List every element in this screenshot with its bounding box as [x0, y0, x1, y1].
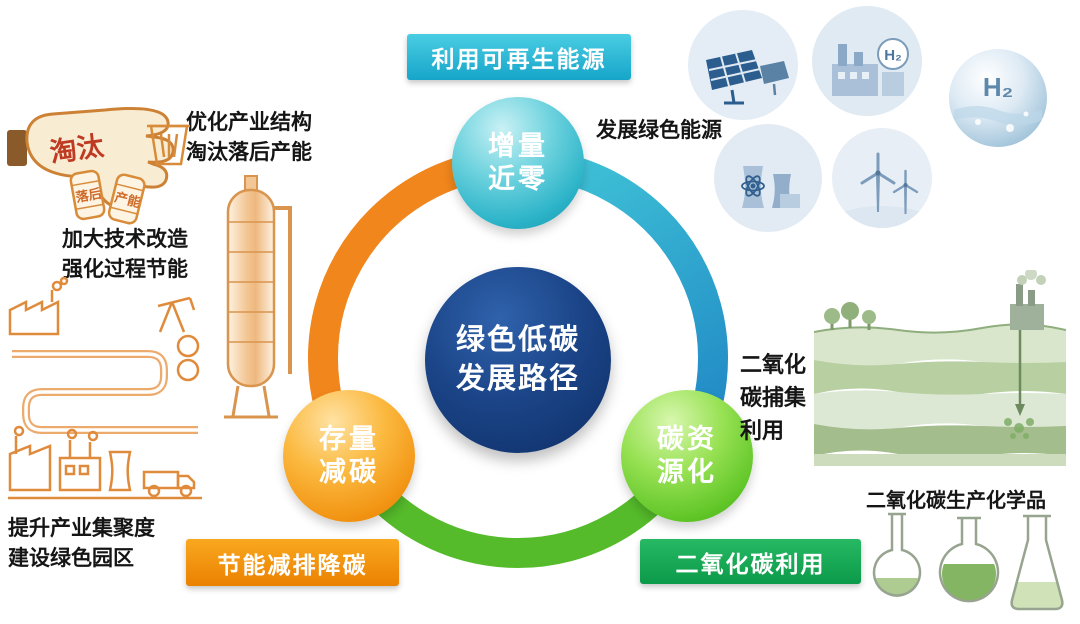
strata-layer-4 [814, 424, 1066, 459]
pipeline-highlight [12, 352, 198, 432]
plant-building [832, 64, 878, 96]
center-circle: 绿色低碳 发展路径 [425, 267, 611, 453]
solar-panels-graphic [706, 50, 789, 105]
label-green-energy: 发展绿色能源 [596, 119, 722, 142]
nuclear-plant-icon [714, 124, 822, 232]
h2-badge [877, 38, 909, 70]
strata-layer-2 [814, 360, 1066, 397]
column-body [226, 188, 276, 388]
distillation-column-illustration [224, 175, 292, 419]
node-carbon-resource-utilization: 碳资 源化 [621, 390, 753, 522]
turbine-2 [892, 169, 919, 214]
outdated-capacity-barrels: 落后 产能 [69, 169, 146, 225]
reactor-building [780, 194, 800, 208]
node-carbon-resource-utilization-label: 碳资 源化 [657, 424, 717, 487]
banner-renewable-energy-label: 利用可再生能源 [431, 46, 607, 72]
trash-bin-icon [147, 124, 190, 166]
center-title: 绿色低碳 发展路径 [455, 323, 580, 395]
surface-factory [1010, 270, 1046, 330]
trees [824, 302, 876, 330]
solar-panel-large [706, 50, 762, 90]
sawtooth-factory-icon [8, 299, 60, 336]
smoke-puff [51, 280, 63, 292]
co2-storage-illustration [814, 270, 1066, 466]
label-co2-chemicals: 二氧化碳生产化学品 [866, 490, 1046, 512]
factory-building-icon [8, 444, 52, 492]
banner-co2-utilization: 二氧化碳利用 [640, 539, 861, 584]
solar-panels-icon [688, 10, 798, 120]
hydrogen-bubble-graphic: H₂ [949, 49, 1047, 147]
column-legs [224, 385, 278, 419]
hydrogen-plant-graphic: H₂ [832, 38, 909, 96]
turbine-1 [860, 152, 896, 212]
pump-jack-icon [157, 296, 196, 333]
stamp-text: 淘汰 [48, 131, 106, 168]
node-stock-carbon-reduction: 存量 减碳 [283, 390, 415, 522]
label-co2-capture: 二氧化 碳捕集 利用 [740, 352, 807, 443]
hydrogen-plant-icon: H₂ [812, 6, 922, 116]
banner-co2-utilization-label: 二氧化碳利用 [675, 550, 826, 577]
plant-building-icon [58, 456, 102, 492]
round-bottom-flask [872, 512, 922, 597]
hydrogen-bubble-icon: H₂ [948, 48, 1048, 148]
node-stock-carbon-reduction-label: 存量 减碳 [319, 424, 379, 487]
strata-layer-1 [814, 324, 1066, 368]
label-industry-cluster: 提升产业集聚度 建设绿色园区 [8, 517, 155, 570]
storage-tank-icon [176, 334, 200, 358]
sleeve [7, 130, 27, 166]
boiling-flask [938, 516, 1000, 603]
cooling-tower-icon [108, 450, 132, 492]
banner-energy-saving: 节能减排降碳 [186, 539, 399, 586]
h2-plant-label: H₂ [884, 47, 902, 64]
h2-sphere-label: H₂ [983, 72, 1013, 102]
nuclear-plant-graphic [741, 166, 800, 208]
strata-layer-5 [814, 454, 1066, 466]
down-arrow-icon [1015, 404, 1025, 416]
plant-tank [882, 72, 904, 96]
label-tech-transform: 加大技术改造 强化过程节能 [62, 228, 188, 281]
industrial-park-illustration [8, 276, 202, 500]
column-trays [228, 221, 274, 343]
wind-turbines-graphic [836, 152, 928, 228]
co2-plume [1004, 418, 1034, 439]
wind-turbines-icon [832, 128, 932, 228]
strata-layer-3 [814, 390, 1066, 432]
atom-symbol [741, 175, 765, 197]
chemical-flasks-illustration [872, 512, 1064, 611]
node-increment-near-zero-label: 增量 近零 [488, 131, 548, 194]
label-optimize-structure: 优化产业结构 淘汰落后产能 [186, 111, 312, 164]
node-increment-near-zero: 增量 近零 [452, 97, 584, 229]
erlenmeyer-flask [1010, 514, 1064, 611]
barrel-text-2: 产能 [113, 189, 142, 210]
banner-renewable-energy: 利用可再生能源 [407, 34, 631, 80]
eliminate-hand-illustration: 淘汰 落后 产能 [7, 107, 190, 225]
column-side-pipe [274, 206, 292, 374]
barrel-text-1: 落后 [74, 186, 102, 205]
water-wave [954, 106, 1042, 126]
truck-icon [142, 470, 196, 498]
solar-panel-small [760, 61, 789, 84]
banner-energy-saving-label: 节能减排降碳 [217, 551, 368, 578]
